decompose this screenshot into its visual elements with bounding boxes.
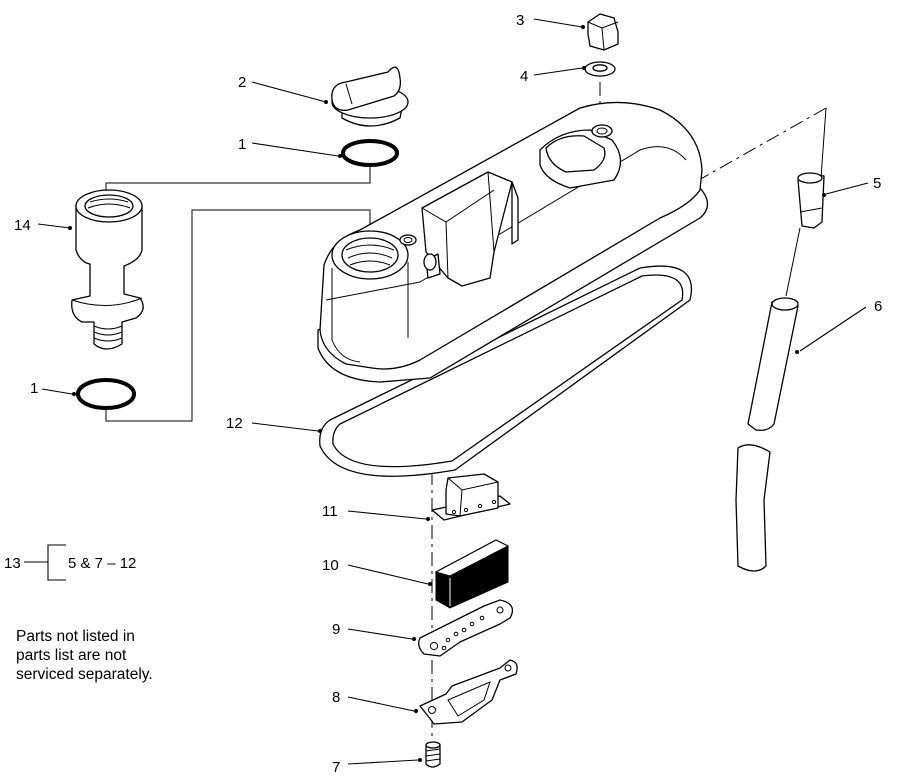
callout-3: 3 <box>516 12 524 29</box>
breather-housing-part-11 <box>431 473 511 521</box>
callout-8: 8 <box>332 689 340 706</box>
cover-gasket <box>319 265 692 477</box>
leader-lines <box>24 18 869 765</box>
callout-10: 10 <box>322 557 339 574</box>
valve-cover <box>317 101 709 383</box>
callout-14: 14 <box>14 217 31 234</box>
callout-1-lower: 1 <box>30 380 38 397</box>
note-line: serviced separately. <box>16 666 153 683</box>
fitting-part-5 <box>797 172 825 229</box>
washer-part-4 <box>584 61 616 77</box>
kit-bracket-label: 5 & 7 – 12 <box>68 555 136 572</box>
callout-11: 11 <box>322 503 338 520</box>
callout-5: 5 <box>873 175 881 192</box>
callout-numbers: 3 4 2 1 14 5 6 1 12 11 10 13 9 8 7 5 & 7… <box>4 12 882 776</box>
callout-7: 7 <box>332 759 340 776</box>
plug-part-3 <box>587 13 619 51</box>
parts-note: Parts not listed in parts list are not s… <box>16 627 216 684</box>
callout-12: 12 <box>226 415 243 432</box>
screw-part-7 <box>425 741 441 768</box>
callout-1-upper: 1 <box>238 136 246 153</box>
o-ring-part-1-upper <box>341 139 399 167</box>
fill-neck-part-14 <box>71 189 144 350</box>
o-ring-part-1-lower <box>76 378 136 410</box>
hose-part-6 <box>735 297 799 572</box>
callout-2: 2 <box>238 74 246 91</box>
callout-6: 6 <box>874 298 882 315</box>
fill-cap-part-2 <box>331 66 409 127</box>
callout-13: 13 <box>4 555 21 572</box>
note-line: parts list are not <box>16 647 127 664</box>
filter-element-part-10 <box>434 539 510 609</box>
bracket-part-8 <box>419 659 518 725</box>
callout-4: 4 <box>520 68 528 85</box>
plate-part-9 <box>418 599 514 657</box>
note-line: Parts not listed in <box>16 628 135 645</box>
callout-9: 9 <box>332 621 340 638</box>
